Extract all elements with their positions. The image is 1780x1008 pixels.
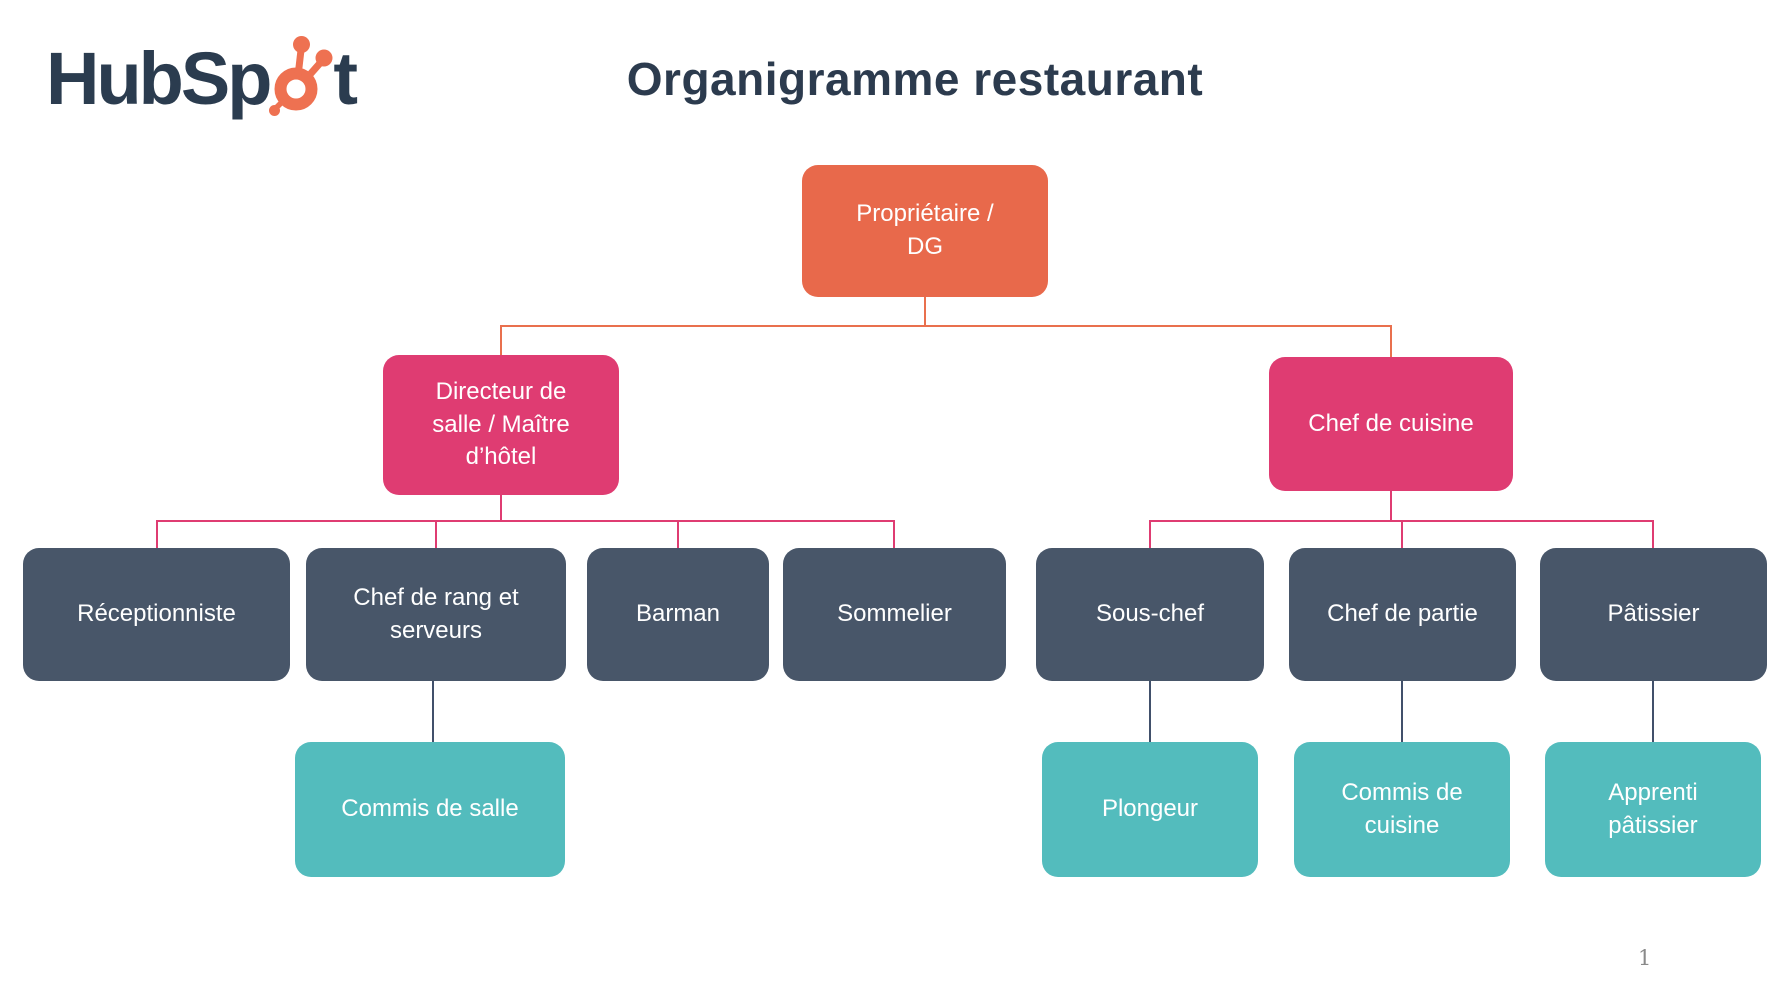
node-patissier: Pâtissier <box>1540 548 1767 681</box>
connector-chef-cuisine-stem <box>1390 491 1392 522</box>
connector-root-to-chef-cuisine <box>1390 325 1392 357</box>
node-sous-chef: Sous-chef <box>1036 548 1264 681</box>
connector-to-sous-chef <box>1149 520 1151 548</box>
node-commis-cuisine: Commis de cuisine <box>1294 742 1510 877</box>
connector-to-receptionniste <box>156 520 158 548</box>
node-chef-de-rang: Chef de rang et serveurs <box>306 548 566 681</box>
page-title: Organigramme restaurant <box>626 53 1204 105</box>
connector-to-sommelier <box>893 520 895 548</box>
page-number: 1 <box>1638 946 1652 970</box>
node-sommelier: Sommelier <box>783 548 1006 681</box>
node-receptionniste: Réceptionniste <box>23 548 290 681</box>
node-chef-de-partie: Chef de partie <box>1289 548 1516 681</box>
node-commis-salle: Commis de salle <box>295 742 565 877</box>
connector-root-to-directeur <box>500 325 502 355</box>
node-barman: Barman <box>587 548 769 681</box>
connector-directeur-stem <box>500 495 502 522</box>
connector-to-barman <box>677 520 679 548</box>
node-proprietaire-dg: Propriétaire / DG <box>802 165 1048 297</box>
connector-root-stem <box>924 297 926 327</box>
logo-text-right: t <box>333 37 358 120</box>
connector-to-patissier <box>1652 520 1654 548</box>
logo-text-left: HubSp <box>46 37 272 120</box>
connector-to-chef-de-partie <box>1401 520 1403 548</box>
node-chef-cuisine: Chef de cuisine <box>1269 357 1513 491</box>
node-apprenti-patissier: Apprenti pâtissier <box>1545 742 1761 877</box>
connector-to-commis-salle <box>432 681 434 742</box>
connector-to-chef-de-rang <box>435 520 437 548</box>
hubspot-sprocket-icon <box>269 36 333 116</box>
connector-root-horizontal <box>500 325 1392 327</box>
connector-to-plongeur <box>1149 681 1151 742</box>
node-directeur-salle: Directeur de salle / Maître d’hôtel <box>383 355 619 495</box>
connector-salle-horizontal <box>156 520 895 522</box>
connector-to-apprenti-patissier <box>1652 681 1654 742</box>
hubspot-logo: HubSp t <box>46 34 358 124</box>
connector-to-commis-cuisine <box>1401 681 1403 742</box>
node-plongeur: Plongeur <box>1042 742 1258 877</box>
